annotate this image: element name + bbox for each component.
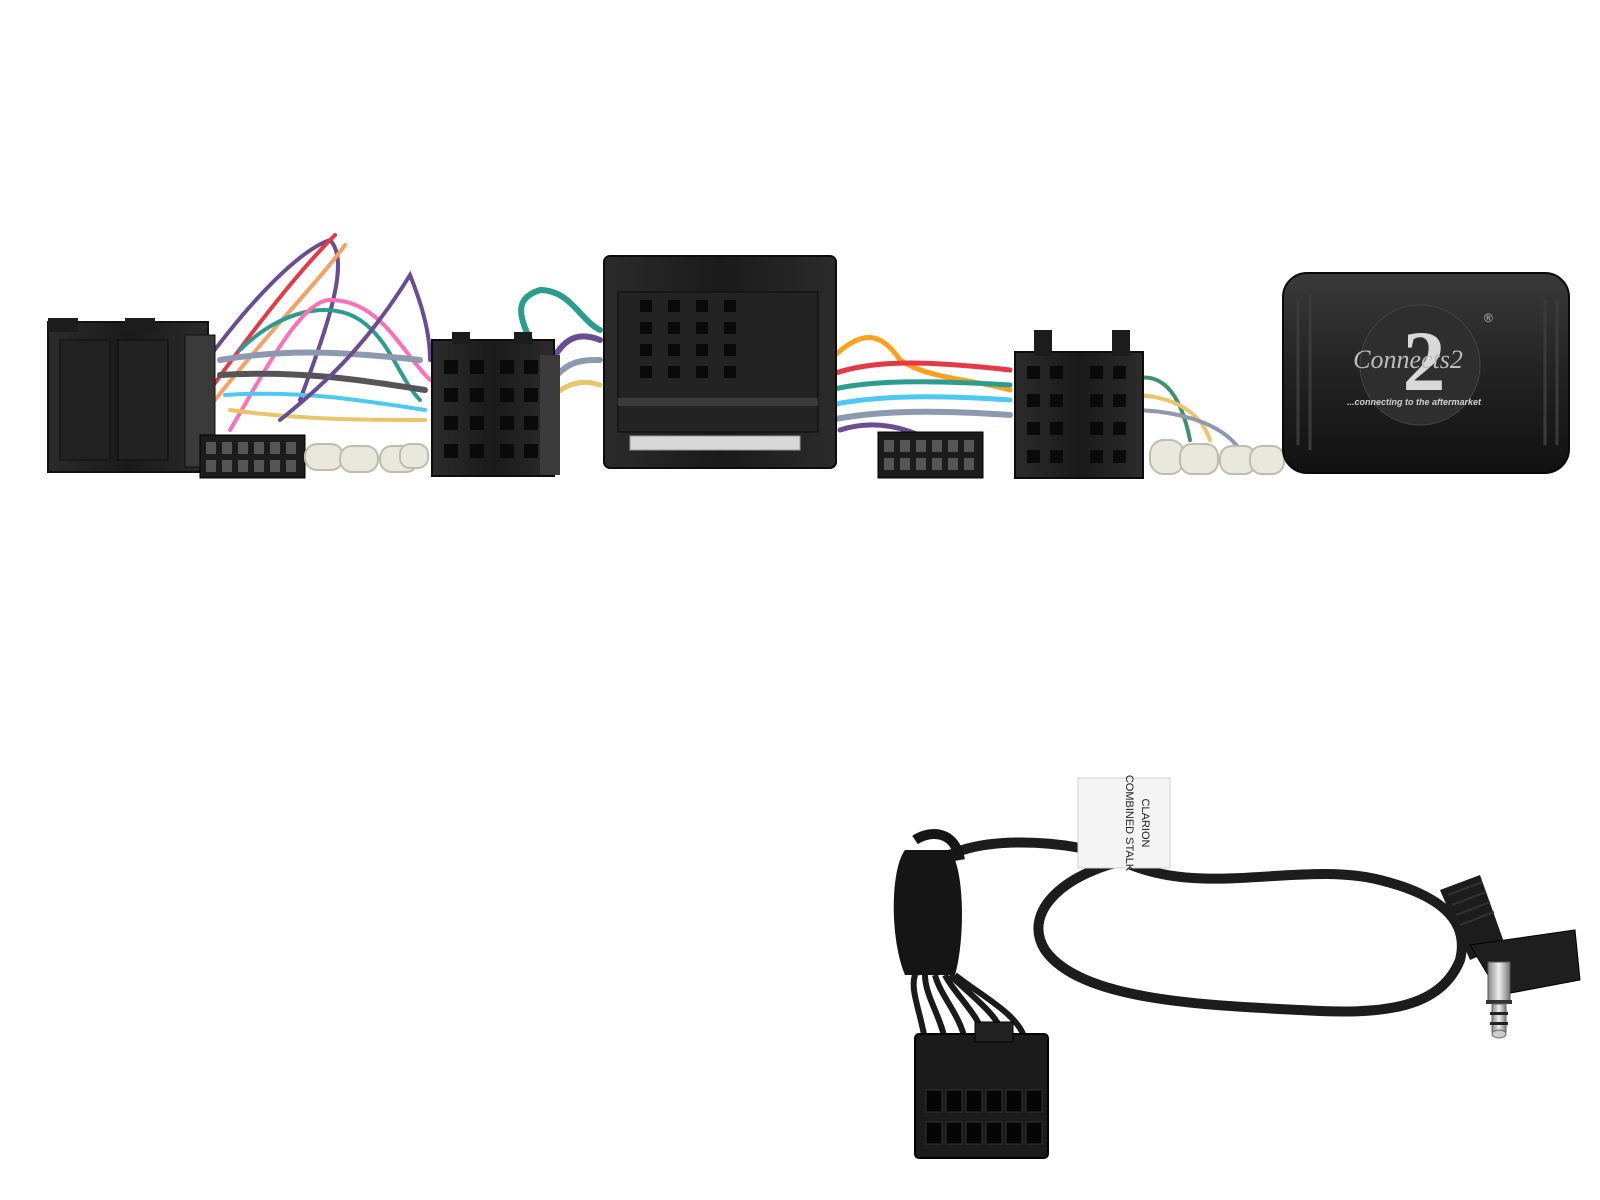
spade-connectors-left [304, 443, 429, 473]
module-logo-digit: 2 [1403, 313, 1446, 409]
module-logo-text: Connects2 [1353, 345, 1463, 374]
iso-connector-female-2 [1014, 330, 1144, 479]
molex-12-pin-connector [914, 1021, 1049, 1159]
module-tagline: ...connecting to the aftermarket [1347, 397, 1482, 407]
cable-tag: CLARION COMBINED STALK [1077, 775, 1171, 872]
3-5mm-jack-plug [1440, 875, 1581, 1039]
registered-mark: ® [1484, 311, 1493, 325]
velcro-strap [893, 829, 965, 975]
spade-connectors-right [1149, 439, 1285, 475]
cable-tag-line1: CLARION [1139, 799, 1151, 848]
patch-lead: CLARION COMBINED STALK [893, 775, 1581, 1159]
iso-connector-female-1 [431, 332, 560, 477]
wiring-harness: 2 Connects2 ® ...connecting to the after… [47, 233, 1570, 479]
cable-tag-line2: COMBINED STALK [1123, 775, 1135, 872]
iso-connector-left [47, 318, 216, 473]
quadlock-connector [603, 255, 837, 469]
12-pin-connector-middle [877, 431, 984, 479]
patch-cable [925, 837, 1467, 1017]
12-pin-connector-left [199, 434, 306, 479]
interface-module: 2 Connects2 ® ...connecting to the after… [1282, 272, 1570, 474]
